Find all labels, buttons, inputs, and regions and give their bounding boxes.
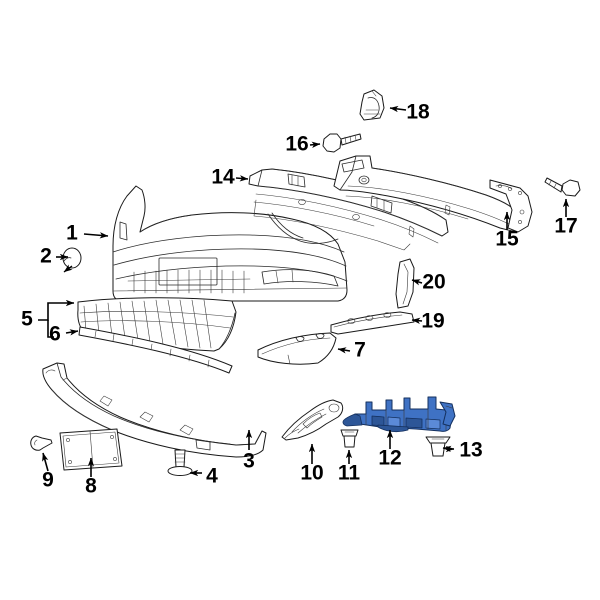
callout-14: 14 [211,166,235,189]
part-tow-hook-cap [62,247,82,269]
callout-17: 17 [554,215,577,238]
part-fog-lamp-bezel [257,332,337,365]
callout-19: 19 [421,310,444,333]
callout-11: 11 [338,462,361,485]
part-washer-bolt [544,177,581,197]
part-bracket-gusset [359,89,385,121]
part-bumper-reinforcement [333,155,533,233]
callout-12: 12 [378,447,401,470]
part-nut-retainer [340,429,359,448]
callout-9: 9 [42,469,54,492]
part-push-pin-retainer [167,449,193,476]
part-bumper-guide-bracket [342,396,456,433]
part-lower-side-molding [330,311,415,335]
callout-10: 10 [300,462,323,485]
callout-3: 3 [243,450,255,473]
callout-labels: 1 2 3 4 5 6 7 8 9 10 11 12 13 14 15 16 1… [21,101,578,498]
callout-6: 6 [49,323,61,346]
callout-16: 16 [285,133,308,156]
callout-1: 1 [66,222,78,245]
part-corner-trim-molding [395,258,415,309]
callout-15: 15 [495,228,519,251]
callout-8: 8 [85,475,97,498]
part-side-support-bracket [281,399,344,441]
callout-7: 7 [354,339,366,362]
callout-13: 13 [459,439,482,462]
leader-lines [38,105,570,477]
part-license-plate-bracket [59,428,123,471]
part-grille-molding [78,326,233,374]
part-lower-valance [42,362,267,458]
part-bumper-cover [112,185,348,302]
part-grommet-nut [425,436,451,457]
callout-20: 20 [422,271,445,294]
callout-18: 18 [406,101,430,124]
part-screw-grommet [30,435,53,451]
part-impact-bar-absorber [248,168,449,251]
part-flange-bolt [322,133,362,153]
callout-4: 4 [206,465,218,488]
callout-2: 2 [40,245,52,268]
callout-5: 5 [21,308,33,331]
